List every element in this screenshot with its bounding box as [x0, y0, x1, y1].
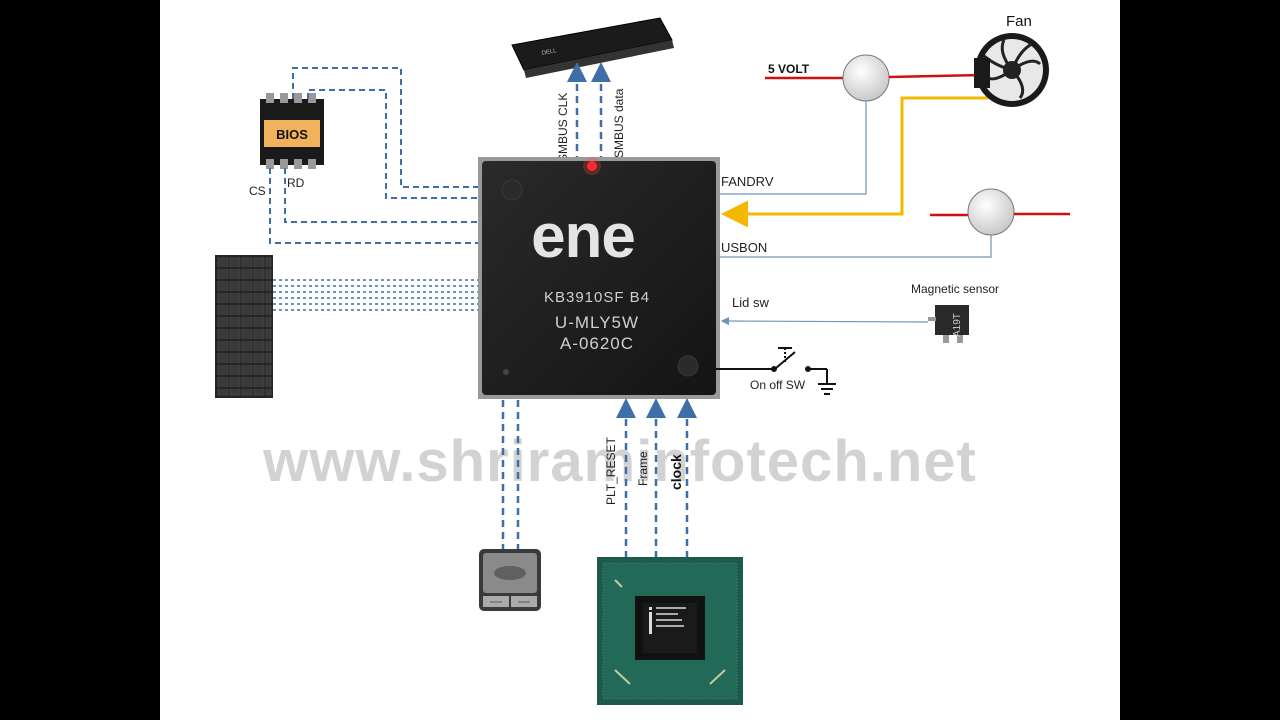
- chip-marking-1: KB3910SF B4: [544, 289, 650, 306]
- ec-chip: ene KB3910SF B4 U-MLY5W A-0620C: [478, 157, 720, 399]
- fan-switch-circle: [842, 54, 890, 102]
- five-volt-label: 5 VOLT: [768, 62, 810, 76]
- touchpad-bus-lines: [501, 400, 520, 550]
- magnetic-sensor: A19T: [928, 305, 969, 343]
- bios-chip: BIOS: [260, 93, 324, 169]
- cs-label: CS: [249, 184, 266, 198]
- frame-label: Frame: [636, 451, 650, 486]
- keyboard: [215, 255, 273, 398]
- fan: [974, 33, 1049, 107]
- smbus-clk-label: SMBUS CLK: [556, 93, 570, 162]
- fan-label: Fan: [1006, 13, 1032, 30]
- block-diagram: DELL SMBUS CLK SMBUS data BIOS CS RD: [215, 13, 1070, 705]
- fandrv-label: FANDRV: [721, 174, 774, 189]
- sensor-marking: A19T: [952, 313, 963, 337]
- fan-tach-line: [721, 96, 988, 228]
- clock-label: clock: [668, 454, 684, 490]
- pch-chip: [597, 557, 743, 705]
- plt-reset-label: PLT_RESET: [604, 437, 618, 505]
- chip-marking-3: A-0620C: [560, 334, 634, 353]
- usbon-label: USBON: [721, 240, 767, 255]
- rd-label: RD: [287, 176, 305, 190]
- chip-logo: ene: [531, 202, 635, 271]
- bios-label: BIOS: [276, 127, 308, 142]
- lid-sw-line: [720, 316, 929, 326]
- smbus-data-label: SMBUS data: [612, 88, 626, 158]
- chip-marking-2: U-MLY5W: [555, 313, 639, 332]
- fandrv-line: [720, 101, 867, 195]
- magnetic-sensor-label: Magnetic sensor: [911, 282, 999, 296]
- diagram-canvas: DELL SMBUS CLK SMBUS data BIOS CS RD: [160, 0, 1120, 720]
- power-switch: [716, 347, 836, 395]
- lid-sw-label: Lid sw: [732, 295, 769, 310]
- on-off-sw-label: On off SW: [750, 378, 806, 392]
- touchpad: [479, 549, 541, 611]
- battery: DELL: [511, 17, 674, 78]
- pch-bus-lines: [616, 398, 697, 558]
- status-led: [587, 161, 597, 171]
- battery-brand: DELL: [541, 48, 558, 57]
- usbon-line: [720, 235, 992, 258]
- watermark: www.shriraminfotech.net: [262, 429, 977, 494]
- keyboard-matrix-lines: [273, 279, 482, 311]
- bios-bus-lines: [269, 67, 480, 244]
- usb-switch-circle: [967, 188, 1015, 236]
- smbus-lines: [567, 62, 611, 163]
